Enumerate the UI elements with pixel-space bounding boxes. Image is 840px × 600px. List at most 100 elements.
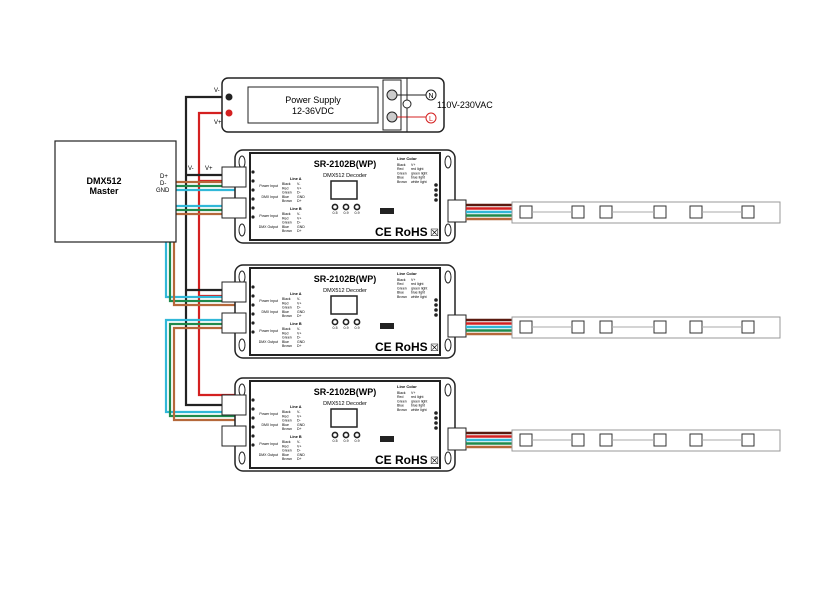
output-led-icon: [434, 198, 438, 202]
wire-color: Brown: [282, 457, 292, 461]
dip-switch[interactable]: [380, 323, 394, 329]
output-led-icon: [434, 416, 438, 420]
led-icon: [571, 320, 585, 334]
ic-chip-icon: [519, 433, 533, 447]
bus-v-minus-label: V-: [188, 166, 194, 172]
terminal-pin-icon: [251, 321, 255, 325]
terminal-pin-icon: [251, 398, 255, 402]
address-dial[interactable]: [342, 318, 350, 326]
wire-function: GND: [297, 423, 305, 427]
group-label: Power Input: [259, 184, 278, 188]
output-led-icon: [434, 193, 438, 197]
input-connector: [221, 394, 247, 416]
wire-color: Black: [282, 410, 291, 414]
terminal-pin-icon: [251, 179, 255, 183]
output-led-icon: [434, 426, 438, 430]
ic-chip-icon: [519, 205, 533, 219]
line-color-function: V+: [411, 278, 415, 282]
mount-hole-icon: [444, 338, 452, 352]
output-led-icon: [434, 313, 438, 317]
bus-v-plus-label: V+: [205, 166, 213, 172]
address-dial[interactable]: [342, 203, 350, 211]
address-dial[interactable]: [331, 431, 339, 439]
line-color-name: Red: [397, 282, 403, 286]
wire-function: V-: [297, 327, 301, 331]
wire-function: D+: [297, 344, 302, 348]
terminal-pin-icon: [251, 416, 255, 420]
wire-function: V+: [297, 301, 301, 305]
led-strip: [511, 201, 781, 224]
wire-color: Black: [282, 212, 291, 216]
led-icon: [571, 205, 585, 219]
line-color-title: Line Color: [397, 271, 417, 276]
group-label: DMX Output: [259, 225, 278, 229]
wire-color: Black: [282, 297, 291, 301]
group-label: Power Input: [259, 442, 278, 446]
dip-switch[interactable]: [380, 436, 394, 442]
output-led-icon: [434, 421, 438, 425]
wire-color: Green: [282, 336, 292, 340]
dmx-chain-d-minus-wire: [168, 208, 235, 303]
dip-switch[interactable]: [380, 208, 394, 214]
input-connector: [221, 281, 247, 303]
wire-function: D-: [297, 306, 302, 310]
terminal-screw-icon: [386, 111, 398, 123]
line-title: Line B: [290, 207, 302, 211]
output-led-icon: [434, 188, 438, 192]
wire-function: D-: [297, 449, 302, 453]
led-strip: [511, 316, 781, 339]
wire-color: Red: [282, 216, 288, 220]
line-color-function: blue light: [411, 176, 425, 180]
wire-function: V+: [297, 414, 301, 418]
decoder-name: DMX512 Decoder: [323, 288, 367, 294]
line-color-name: Red: [397, 395, 403, 399]
address-dial[interactable]: [353, 318, 361, 326]
dial-label: 0-9: [354, 326, 359, 330]
dmx512-master: DMX512 Master D+ D- GND: [54, 140, 177, 243]
line-color-name: Brown: [397, 295, 407, 299]
input-connector: [221, 166, 247, 188]
address-dial[interactable]: [353, 203, 361, 211]
group-label: Power Input: [259, 299, 278, 303]
address-dial[interactable]: [353, 431, 361, 439]
terminal-pin-icon: [251, 330, 255, 334]
pin-d-minus: D-: [160, 181, 166, 187]
wire-function: V-: [297, 182, 301, 186]
led-icon: [741, 320, 755, 334]
v-plus-bus-wire: [197, 111, 235, 397]
line-color-function: green light: [411, 399, 427, 403]
group-label: Power Input: [259, 214, 278, 218]
line-color-title: Line Color: [397, 156, 417, 161]
decoder-model: SR-2102B(WP): [314, 159, 377, 169]
certification-marks: CE RoHS: [375, 453, 428, 467]
wire-color: Red: [282, 414, 288, 418]
line-color-function: blue light: [411, 291, 425, 295]
line-color-function: red light: [411, 282, 423, 286]
output-connector: [221, 312, 247, 334]
address-dial[interactable]: [342, 431, 350, 439]
wire-function: V-: [297, 212, 301, 216]
line-title: Line B: [290, 435, 302, 439]
power-supply: Power Supply 12-36VDC N L 110V-230VAC V-…: [214, 77, 493, 133]
terminal-pin-icon: [251, 285, 255, 289]
led-icon: [571, 433, 585, 447]
wire-color: Green: [282, 221, 292, 225]
neutral-terminal-icon: [425, 89, 437, 101]
wire-color: Green: [282, 191, 292, 195]
output-connector: [221, 197, 247, 219]
address-dial[interactable]: [331, 318, 339, 326]
terminal-pin-icon: [251, 303, 255, 307]
wire-color: Green: [282, 419, 292, 423]
line-terminal-icon: [425, 112, 437, 124]
line-color-name: Green: [397, 286, 407, 290]
dial-label: 0-9: [354, 439, 359, 443]
wire-color: Blue: [282, 195, 289, 199]
group-label: DMX Input: [261, 423, 278, 427]
mount-hole-icon: [444, 223, 452, 237]
wire-function: GND: [297, 453, 305, 457]
address-dial[interactable]: [331, 203, 339, 211]
line-color-function: green light: [411, 171, 427, 175]
dmx-chain-d-plus-wire: [172, 326, 235, 422]
wire-color: Brown: [282, 427, 292, 431]
out-plus-label: V+: [214, 120, 222, 126]
